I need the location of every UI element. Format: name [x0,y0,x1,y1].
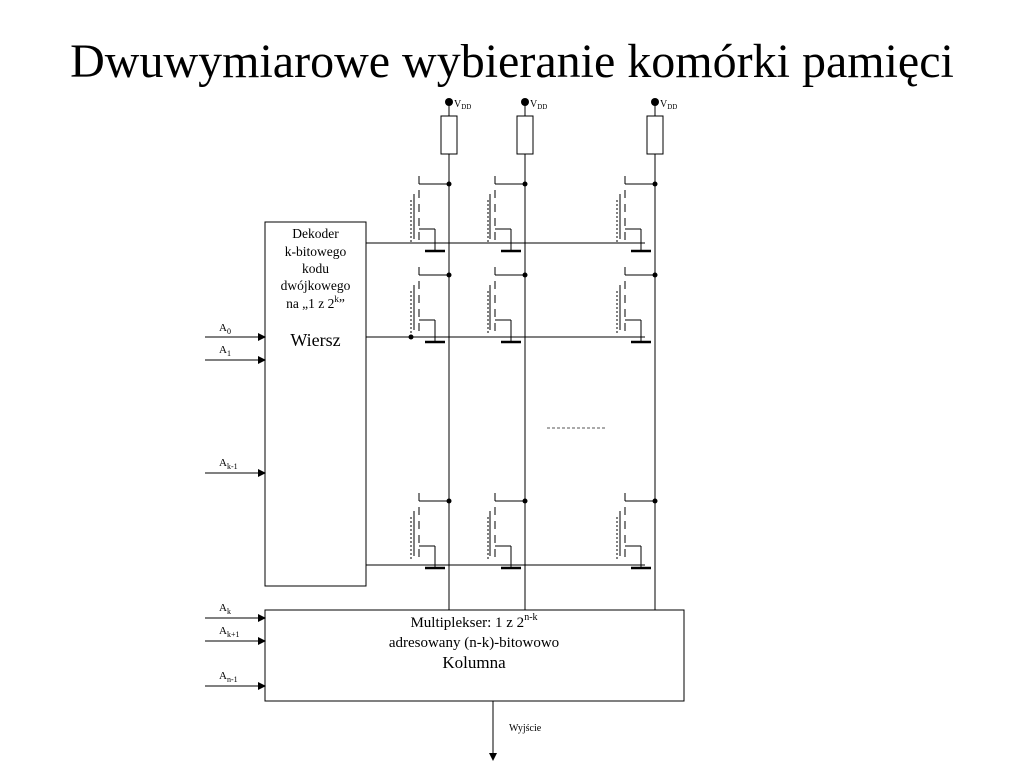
decoder-text: Dekoder [292,226,339,241]
memory-cell-transistor [616,176,658,274]
decoder-role-label: Wiersz [290,330,340,350]
address-input: Ak+1 [205,625,266,645]
svg-text:Ak: Ak [219,602,231,616]
address-input: Ak [205,602,266,622]
svg-text:Ak-1: Ak-1 [219,457,238,471]
memory-cell-transistor [410,493,452,591]
svg-text:VDD: VDD [660,99,677,111]
memory-cell-transistor [410,267,452,365]
memory-cell-transistor [616,493,658,591]
address-input: A1 [205,344,266,364]
memory-cell-transistor [410,176,452,274]
word-lines [366,242,645,566]
row-address-inputs: A0 A1 Ak-1 [205,322,266,477]
svg-text:An-1: An-1 [219,670,238,684]
supply-network: VDD VDD VDD [440,98,677,610]
svg-text:VDD: VDD [530,99,547,111]
column-multiplexer: Multiplekser: 1 z 2n-k adresowany (n-k)-… [264,609,685,702]
memory-cell-transistor [487,493,528,591]
decoder-text: dwójkowego [281,278,351,293]
address-input: Ak-1 [205,457,266,477]
svg-text:VDD: VDD [454,99,471,111]
output: Wyjście [489,701,542,761]
memory-cell-transistor [616,267,658,365]
decoder-text: kodu [302,261,329,276]
svg-text:A1: A1 [219,344,231,358]
decoder-text: k-bitowego [285,244,347,259]
column-address-inputs: Ak Ak+1 An-1 [205,602,266,690]
svg-text:A0: A0 [219,322,231,336]
decoder-text: na „1 z 2k” [286,294,345,311]
address-input: A0 [205,322,266,341]
multiplexer-text: adresowany (n-k)-bitowowo [389,635,559,651]
svg-text:Ak+1: Ak+1 [219,625,239,639]
multiplexer-text: Multiplekser: 1 z 2n-k [410,612,537,631]
memory-cell-transistor [487,267,528,365]
address-input: An-1 [205,670,266,690]
output-label: Wyjście [509,723,542,734]
multiplexer-role-label: Kolumna [442,653,506,672]
memory-cell-array [410,176,658,591]
memory-cell-transistor [487,176,528,274]
slide-title: Dwuwymiarowe wybieranie komórki pamięci [70,35,954,88]
row-decoder: Dekoder k-bitowego kodu dwójkowego na „1… [264,221,367,587]
